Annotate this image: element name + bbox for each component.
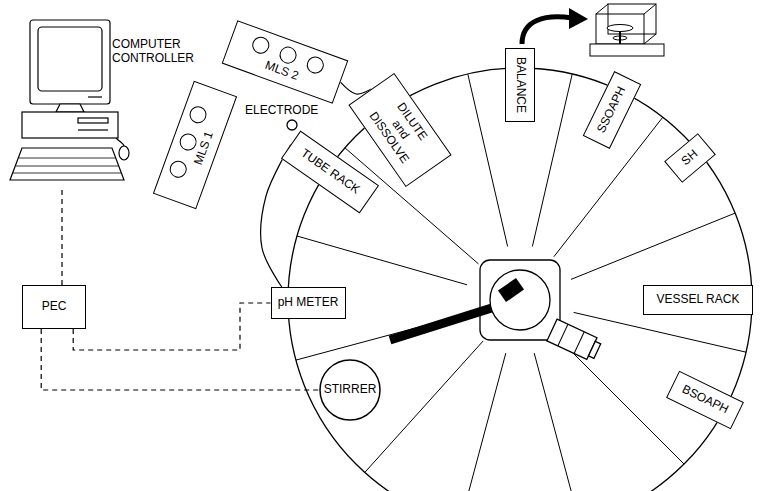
sample-rack: MLS 2 <box>222 20 349 104</box>
station-box: SH <box>664 133 716 183</box>
mouse <box>119 146 129 160</box>
balance-pan-base <box>613 36 627 40</box>
node-label: PEC <box>42 300 67 314</box>
zoom-arrow <box>522 17 572 44</box>
balance-enclosure-edge <box>644 4 656 14</box>
device-label: COMPUTER CONTROLLER <box>112 38 194 66</box>
drive-slot <box>78 129 108 130</box>
computer-controller: COMPUTER CONTROLLER <box>8 18 128 190</box>
node-label: DILUTE and DISSOLVE <box>366 94 434 166</box>
gripper-tip <box>588 341 600 358</box>
node-label: TUBE RACK <box>298 147 362 198</box>
robot-body <box>490 270 550 330</box>
station-box: SSOAPH <box>583 71 642 149</box>
sample-position <box>187 104 209 126</box>
sector-line <box>468 74 508 246</box>
monitor <box>30 20 110 104</box>
balance-pan <box>607 25 633 32</box>
drive-slot <box>78 118 108 123</box>
sample-position <box>167 159 189 181</box>
key-row <box>19 158 116 159</box>
node-label: VESSEL RACK <box>657 293 740 307</box>
balance-icon <box>590 4 664 56</box>
station-box: pH METER <box>271 287 346 319</box>
node-label: SSOAPH <box>595 85 629 136</box>
keyboard <box>10 148 124 180</box>
balance-post <box>619 30 621 44</box>
node-label: MLS 2 <box>263 59 300 84</box>
sector-line <box>365 341 483 473</box>
gripper-band <box>558 324 568 346</box>
station-box: TUBE RACK <box>281 131 379 214</box>
gripper-band <box>574 332 584 354</box>
connection-line <box>261 144 291 287</box>
zoom-arrow-head <box>569 8 588 29</box>
balance-base <box>590 44 664 56</box>
monitor-stand <box>56 104 84 112</box>
station-box: BSOAPH <box>666 371 744 430</box>
node-label: STIRRER <box>324 383 377 397</box>
signal-cable <box>73 303 270 350</box>
sector-line <box>571 213 735 279</box>
robot-arm <box>390 306 498 340</box>
robot-wheel <box>288 68 752 491</box>
key-row <box>13 173 121 174</box>
node-label: BALANCE <box>513 57 527 113</box>
balance-enclosure-front <box>596 14 644 44</box>
wheel-sector-lines <box>296 74 746 491</box>
monitor-button <box>88 96 102 97</box>
node-label: SH <box>679 147 701 168</box>
balance-enclosure-edge <box>596 4 608 14</box>
robot-base <box>480 260 560 340</box>
sector-line <box>534 353 580 491</box>
station-box: DILUTE and DISSOLVE <box>348 73 451 187</box>
balance-enclosure-edge <box>644 34 656 44</box>
signal-cable <box>61 190 62 285</box>
sector-line <box>297 236 467 285</box>
circle-shape <box>320 360 380 420</box>
balance-enclosure-back <box>608 4 656 34</box>
controller-box: PEC <box>22 285 86 329</box>
electrode-symbol <box>287 120 297 130</box>
node-label: pH METER <box>278 296 339 310</box>
computer-case <box>22 112 118 138</box>
station-box: VESSEL RACK <box>643 285 753 315</box>
sector-line <box>532 74 572 246</box>
part-label: ELECTRODE <box>244 104 319 118</box>
signal-cable <box>41 329 319 390</box>
station-box: BALANCE <box>505 48 535 122</box>
monitor-screen <box>38 27 102 91</box>
station-circle: STIRRER <box>319 359 381 421</box>
sample-rack: MLS 1 <box>153 81 237 209</box>
sector-line <box>559 339 684 464</box>
node-label: MLS 1 <box>192 130 217 167</box>
node-label: BSOAPH <box>679 383 730 417</box>
robot-gripper <box>547 319 602 362</box>
sample-position <box>304 54 326 76</box>
mouse-cable <box>116 138 124 146</box>
sample-position <box>250 34 272 56</box>
sector-line <box>460 353 506 491</box>
robot-head <box>498 278 524 302</box>
key-row <box>16 166 119 167</box>
